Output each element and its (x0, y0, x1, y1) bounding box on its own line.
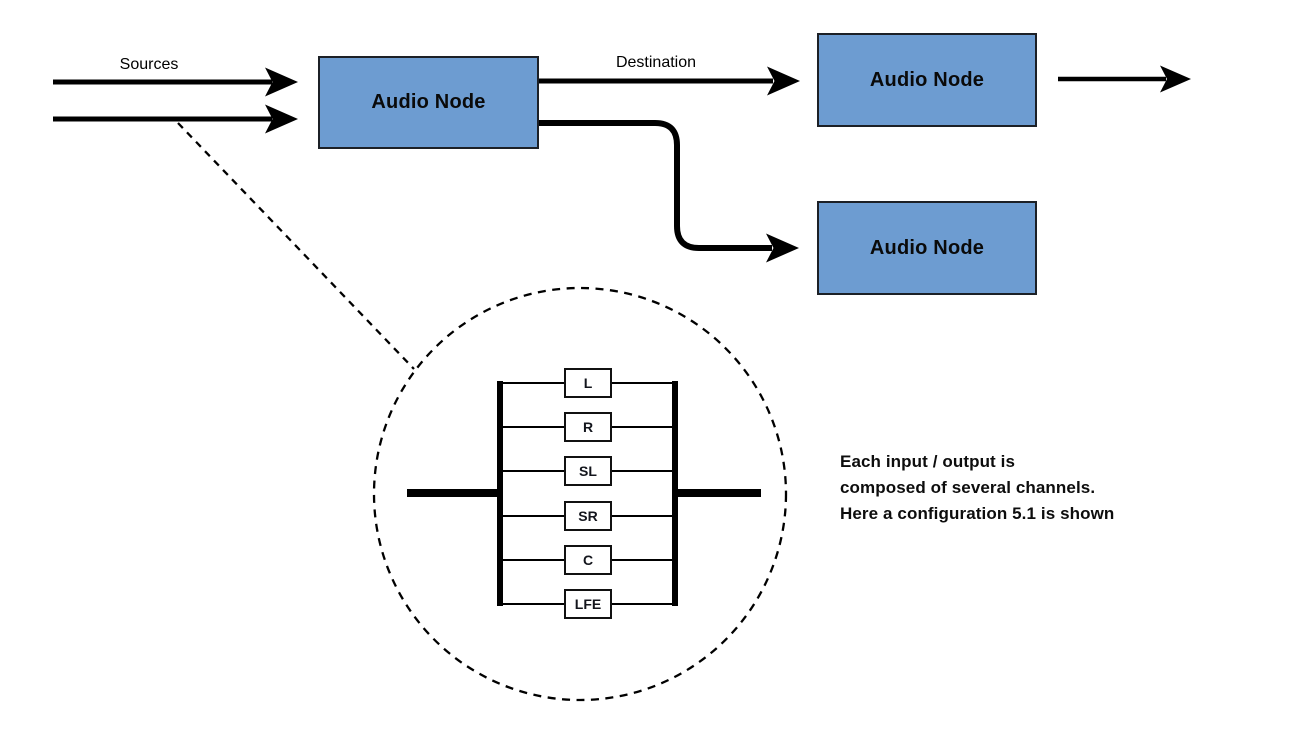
audio-node-3: Audio Node (817, 201, 1037, 295)
destination-arrow (539, 66, 800, 96)
destination-label: Destination (615, 54, 697, 71)
branch-connector-arrow (539, 120, 799, 263)
channel-box-c: C (564, 545, 612, 575)
detail-circle (372, 286, 788, 702)
audio-node-1: Audio Node (318, 56, 539, 149)
audio-node-2: Audio Node (817, 33, 1037, 127)
note-line-3: Here a configuration 5.1 is shown (840, 504, 1115, 523)
channel-box-r: R (564, 412, 612, 442)
channel-box-sr: SR (564, 501, 612, 531)
note-line-2: composed of several channels. (840, 478, 1096, 497)
channel-box-lfe: LFE (564, 589, 612, 619)
source-arrow-1 (53, 67, 298, 97)
channel-box-sl: SL (564, 456, 612, 486)
note-text: Each input / output is composed of sever… (840, 449, 1114, 527)
detail-callout-line (177, 122, 415, 370)
note-line-1: Each input / output is (840, 452, 1016, 471)
source-arrow-2 (53, 104, 298, 134)
channel-box-l: L (564, 368, 612, 398)
sources-label: Sources (119, 56, 179, 73)
output-arrow (1058, 65, 1191, 93)
